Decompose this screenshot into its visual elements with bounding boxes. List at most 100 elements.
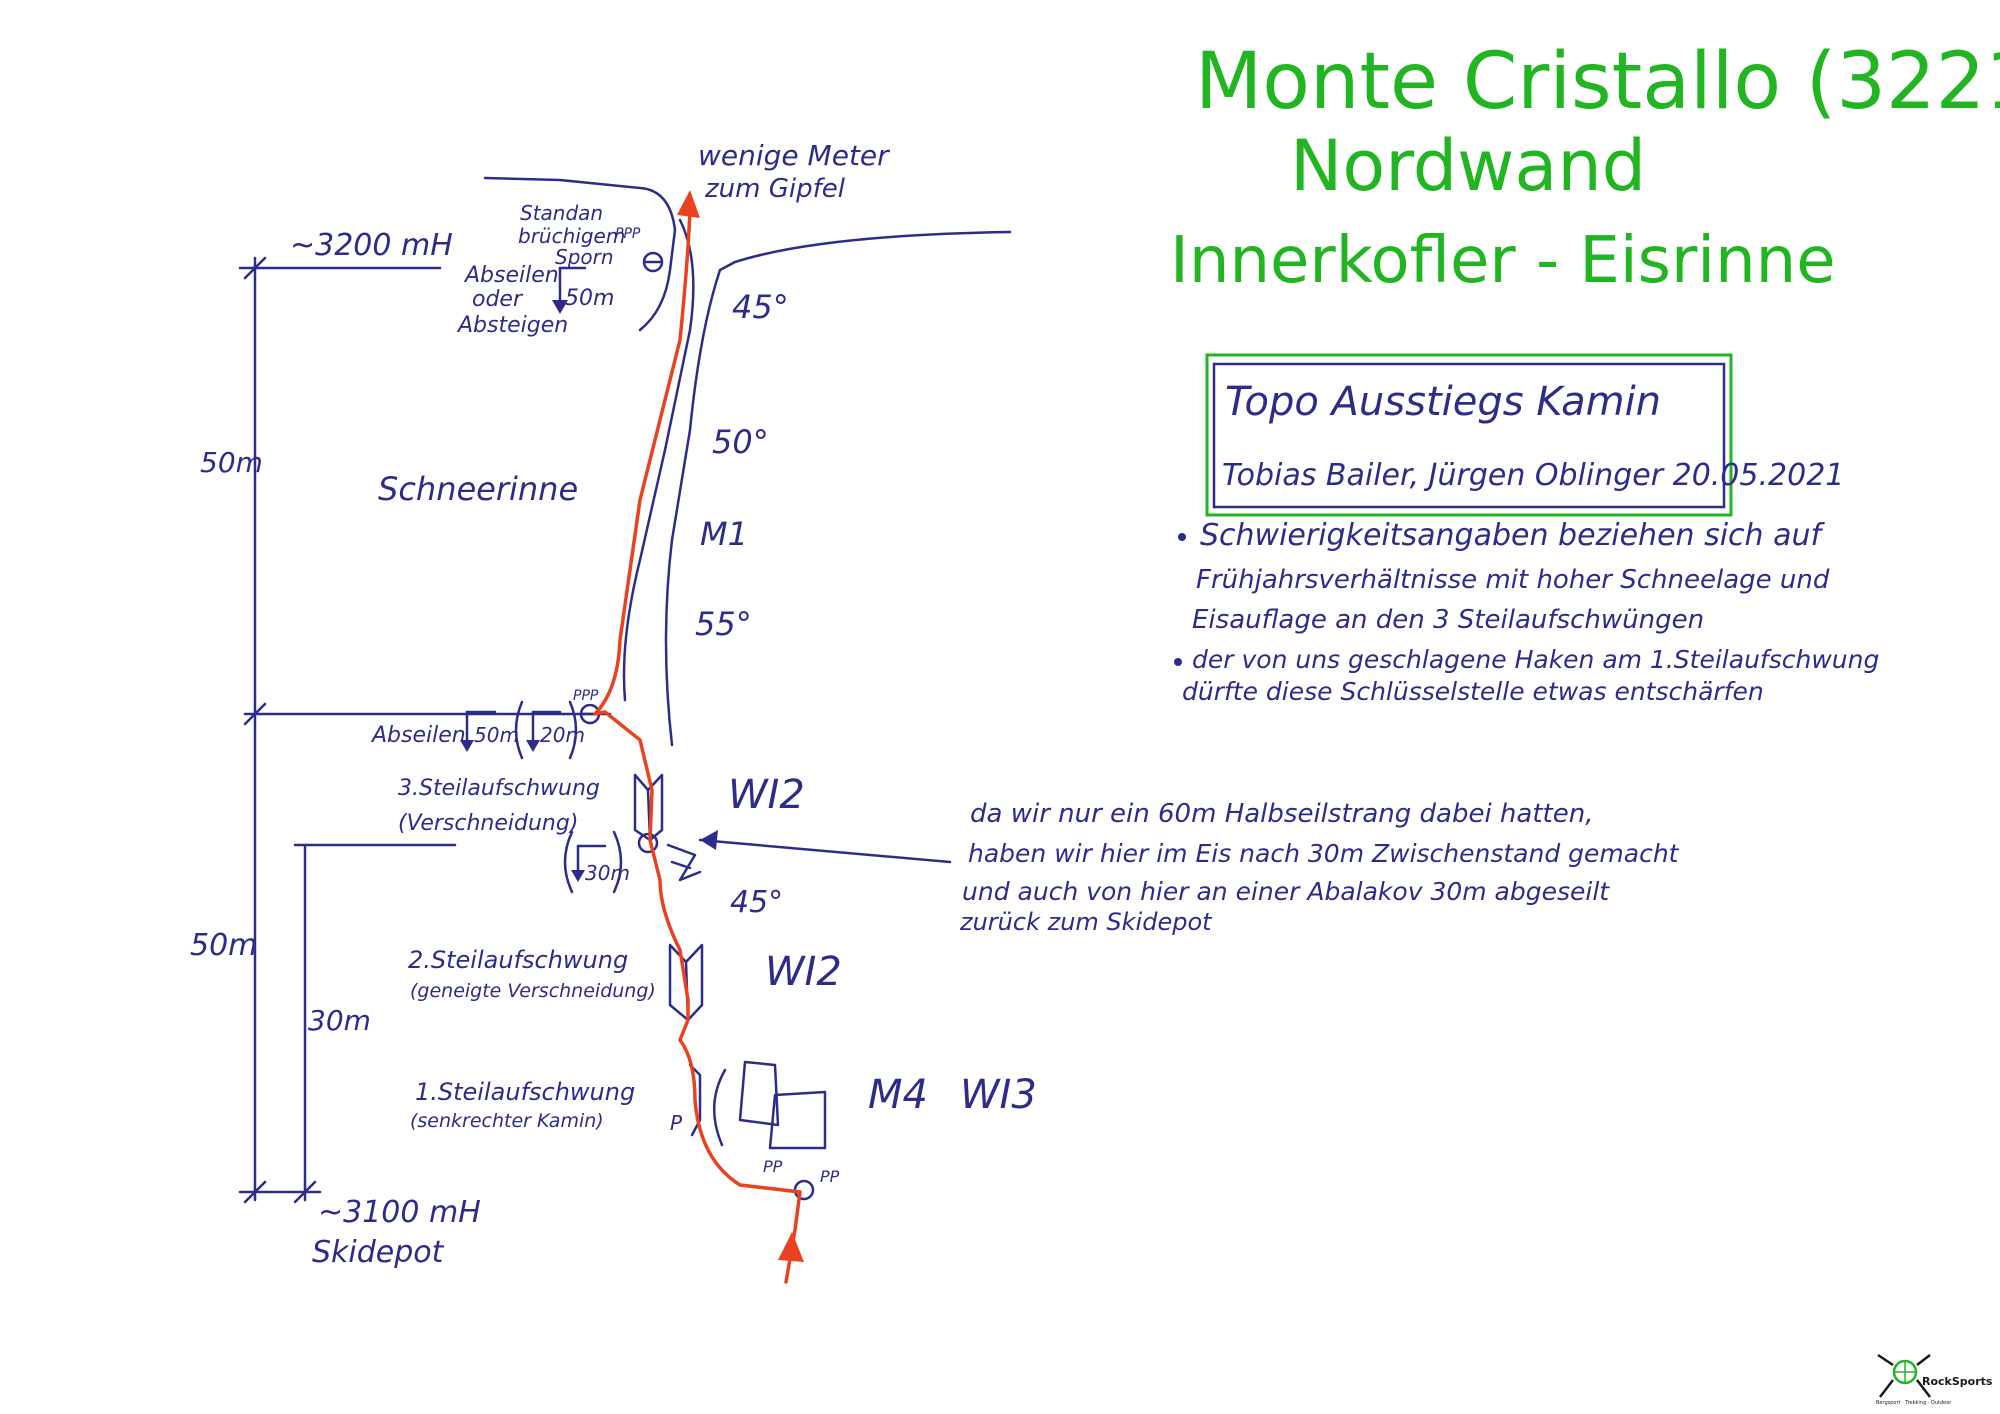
height-inner-label: 30m [308,1004,371,1037]
note-1-line-2: Frühjahrsverhältnisse mit hoher Schneela… [1196,565,1830,595]
scale-tick [293,1180,317,1204]
logo-tagline: Bergsport · Trekking · Outdoor [1876,1400,1952,1406]
step-2: 2.Steilaufschwung (geneigte Verschneidun… [408,943,842,1022]
angle-label: 50° [712,423,769,461]
scale-tick [243,702,267,726]
step1-line-2: (senkrechter Kamin) [410,1110,604,1132]
notes-list: Schwierigkeitsangaben beziehen sich auf … [1174,518,1879,706]
info-box-inner-frame [1212,362,1726,509]
grade-m4: M4 [868,1072,928,1118]
route-line [593,190,804,1284]
step2-line-1: 2.Steilaufschwung [408,946,628,974]
step1-line-1: 1.Steilaufschwung [415,1078,635,1106]
abseil-mid-pitons: PPP [573,688,599,704]
angles: 45° 50° M1 55° 45° [695,288,789,920]
info-box: Topo Ausstiegs Kamin Tobias Bailer, Jürg… [1205,353,1844,517]
rock-block-1-icon [738,1060,780,1127]
belay-top-line-1: Standan [520,201,603,225]
abseil-mid-arrowhead-2-icon [526,740,540,752]
title-line-1: Monte Cristallo (3221m) [1195,37,2000,127]
side-note: da wir nur ein 60m Halbseilstrang dabei … [698,799,1680,936]
note-bullet [1174,658,1182,666]
abseil-top-line-1: Abseilen [463,263,559,288]
scale-tick [243,256,267,280]
angle-label: 55° [695,605,752,643]
terrain-outlines [483,176,1012,747]
abseil-30-arrowhead-icon [571,870,585,882]
belay-top-line-3: Sporn [555,245,614,269]
side-note-line-2: haben wir hier im Eis nach 30m Zwischens… [968,839,1680,868]
height-lower-label: 50m [190,928,257,963]
side-note-line-3: und auch von hier an einer Abalakov 30m … [962,877,1610,906]
summit-arrowhead-icon [677,190,700,218]
elevation-top-label: ~3200 mH [290,228,453,263]
title-block: Monte Cristallo (3221m) Nordwand Innerko… [1170,37,2000,298]
note-2-line-2: dürfte diese Schlüsselstelle etwas entsc… [1182,677,1764,706]
logo-figure-icon [1877,1353,1931,1398]
belay-top-pitons: PPP [615,226,641,242]
info-box-outer-frame [1205,353,1733,517]
angle-label: 45° [732,288,789,326]
pitons-left: PP [763,1157,783,1176]
note-1-line-3: Eisauflage an den 3 Steilaufschwüngen [1192,605,1704,635]
top-belay: Standan brüchigem Sporn PPP Abseilen ode… [456,201,664,338]
grade-wi2-b: WI2 [765,949,842,995]
scale-tick [243,1180,267,1204]
paren-open [563,830,574,894]
abseil-mid-arrowhead-1-icon [460,740,474,752]
chimney-wall-icon [712,1068,727,1147]
gully-left-wall [622,218,695,702]
angle-label: 45° [730,885,783,920]
chimney-left-icon [688,1063,702,1137]
ridge-top-right [718,230,1012,272]
paren-close [612,830,623,894]
grade-m1-label: M1 [700,515,748,553]
height-scale: ~3200 mH 50m 50m 30m ~3100 mH Skidepot [190,228,612,1270]
step-1: 1.Steilaufschwung (senkrechter Kamin) P … [410,1060,1037,1201]
title-line-2: Nordwand [1290,125,1646,207]
rocksports-logo: RockSports Bergsport · Trekking · Outdoo… [1876,1353,1993,1406]
step3-line-1: 3.Steilaufschwung [398,776,600,801]
abseil-mid-len-1: 50m [474,723,519,747]
mid-abseil: Abseilen 50m 20m PPP [370,688,601,760]
step2-line-2: (geneigte Verschneidung) [410,980,656,1002]
belay-point-ice-icon [637,832,659,854]
abseil-30-length: 30m [585,861,630,885]
step3-line-2: (Verschneidung) [398,811,578,836]
rock-block-2-icon [768,1090,827,1150]
grade-wi2-a: WI2 [728,772,805,818]
summit-note-line-2: zum Gipfel [704,174,846,204]
side-note-line-4: zurück zum Skidepot [959,908,1213,936]
skidepot-label: Skidepot [312,1235,445,1270]
abseil-top-arrowhead-icon [552,300,568,314]
paren-close [568,700,578,760]
abseil-top-length: 50m [565,286,614,311]
note-2-line-1: der von uns geschlagene Haken am 1.Steil… [1192,645,1879,674]
paren-open [514,700,524,760]
side-note-line-1: da wir nur ein 60m Halbseilstrang dabei … [970,799,1593,829]
height-upper-label: 50m [200,446,263,479]
start-arrowhead-icon [778,1232,804,1262]
info-box-authors: Tobias Bailer, Jürgen Oblinger 20.05.202… [1222,458,1844,493]
grade-wi3: WI3 [960,1072,1037,1118]
note-1-line-1: Schwierigkeitsangaben beziehen sich auf [1200,518,1825,553]
route-path [593,208,802,1284]
summit-note-line-1: wenige Meter [698,139,890,172]
note-bullet [1178,533,1186,541]
side-note-arrowhead-icon [700,830,718,850]
title-line-3: Innerkofler - Eisrinne [1170,224,1836,298]
info-box-heading: Topo Ausstiegs Kamin [1225,379,1661,425]
pitons-right: PP [820,1167,840,1186]
abseil-mid-label: Abseilen [370,723,466,748]
belay-top-line-2: brüchigem [518,224,625,248]
side-note-pointer [698,838,952,864]
abseil-top-line-3: Absteigen [456,313,568,338]
step-3: 3.Steilaufschwung (Verschneidung) WI2 30… [398,772,805,894]
summit-note: wenige Meter zum Gipfel [698,139,890,204]
gully-right-wall [664,268,722,747]
elevation-bottom-label: ~3100 mH [318,1195,481,1230]
pitch-mark: P [670,1111,683,1135]
abseil-mid-len-2: 20m [540,723,585,747]
abalakov-icon [666,843,702,882]
